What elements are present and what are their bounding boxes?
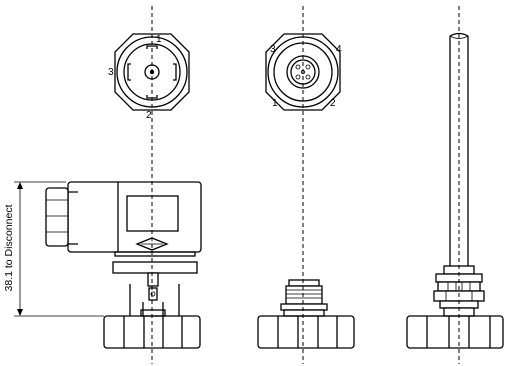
din-connector-face-view: 3 1 2 xyxy=(108,33,190,121)
pin-label-3: 3 xyxy=(270,44,276,55)
pin-4 xyxy=(305,74,311,80)
pin-label-2: 2 xyxy=(330,98,336,109)
pin-2 xyxy=(305,64,311,70)
pin-slot-3 xyxy=(127,63,131,81)
pin-slot-1 xyxy=(146,45,158,49)
m12-connector-face-view: 3 4 1 2 xyxy=(265,33,342,111)
ground-slot xyxy=(173,63,177,81)
dimension-label: 38.1 to Disconnect xyxy=(3,204,15,291)
pin-label-3: 3 xyxy=(108,67,114,78)
pin-label-2: 2 xyxy=(146,110,152,121)
m12-connector-side-view xyxy=(257,279,355,349)
cable-side-view xyxy=(406,32,504,349)
pin-3 xyxy=(295,74,301,80)
center-lines xyxy=(151,6,460,364)
disconnect-dimension: 38.1 to Disconnect xyxy=(3,181,104,317)
pin-1 xyxy=(295,64,301,70)
pin-label-4: 4 xyxy=(336,44,342,55)
pin-label-1: 1 xyxy=(156,34,162,45)
din-plug-side-view xyxy=(45,181,202,349)
pin-label-1: 1 xyxy=(272,98,278,109)
